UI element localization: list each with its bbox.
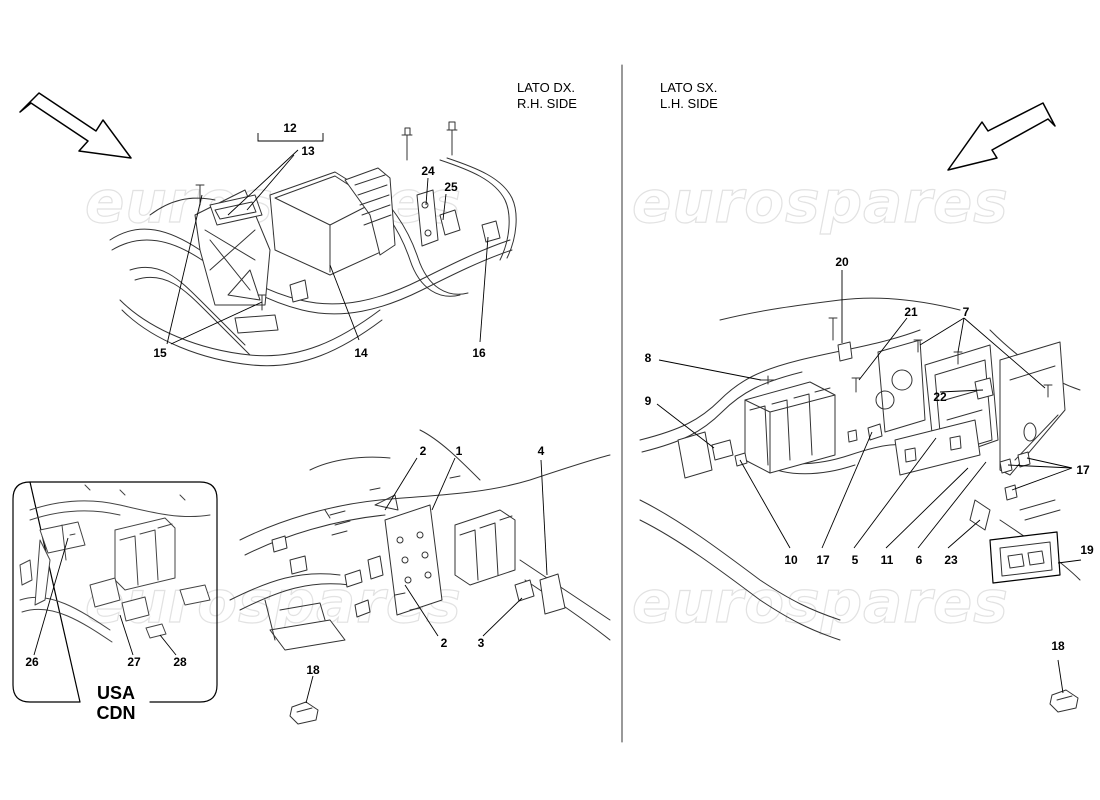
leader-lines: [33, 133, 1082, 704]
usa-cdn-label: USA CDN: [82, 683, 150, 723]
rh-heading-english: R.H. SIDE: [517, 96, 577, 111]
direction-arrow-right: [947, 102, 1056, 171]
callout-24: 24: [421, 164, 435, 178]
callout-17-right: 17: [1076, 463, 1090, 477]
callout-1: 1: [455, 444, 463, 458]
callout-8: 8: [644, 351, 652, 365]
callout-3: 3: [477, 636, 485, 650]
rh-side-heading: LATO DX. R.H. SIDE: [517, 80, 577, 112]
lh-side-heading: LATO SX. L.H. SIDE: [660, 80, 718, 112]
rh-top-assembly: [109, 121, 517, 367]
callout-7: 7: [962, 305, 970, 319]
callout-5: 5: [851, 553, 859, 567]
callout-21: 21: [904, 305, 918, 319]
callout-4: 4: [537, 444, 545, 458]
callout-2-top: 2: [419, 444, 427, 458]
usa-cdn-inset: [12, 481, 218, 703]
callout-25: 25: [444, 180, 458, 194]
callout-18-left: 18: [306, 663, 320, 677]
rh-heading-italian: LATO DX.: [517, 80, 576, 95]
callout-20: 20: [835, 255, 849, 269]
cdn-label: CDN: [96, 703, 136, 723]
callout-13: 13: [301, 144, 315, 158]
callout-26: 26: [25, 655, 39, 669]
lh-heading-english: L.H. SIDE: [660, 96, 718, 111]
lh-assembly: [639, 297, 1081, 713]
callout-17-bottom: 17: [816, 553, 830, 567]
usa-label: USA: [96, 683, 135, 703]
callout-19: 19: [1080, 543, 1094, 557]
callout-2-bottom: 2: [440, 636, 448, 650]
callout-22: 22: [933, 390, 947, 404]
callout-9: 9: [644, 394, 652, 408]
direction-arrow-left: [19, 92, 132, 159]
watermark-top-right: eurospares: [631, 167, 1009, 236]
callout-16: 16: [472, 346, 486, 360]
callout-27: 27: [127, 655, 141, 669]
callout-6: 6: [915, 553, 923, 567]
callout-11: 11: [880, 553, 894, 567]
callout-14: 14: [354, 346, 368, 360]
callout-28: 28: [173, 655, 187, 669]
lh-heading-italian: LATO SX.: [660, 80, 718, 95]
callout-10: 10: [784, 553, 798, 567]
callout-18-right: 18: [1051, 639, 1065, 653]
callout-23: 23: [944, 553, 958, 567]
rh-bottom-assembly: [229, 429, 611, 725]
callout-15: 15: [153, 346, 167, 360]
watermark-bottom-right: eurospares: [631, 567, 1009, 636]
callout-12: 12: [283, 121, 297, 135]
